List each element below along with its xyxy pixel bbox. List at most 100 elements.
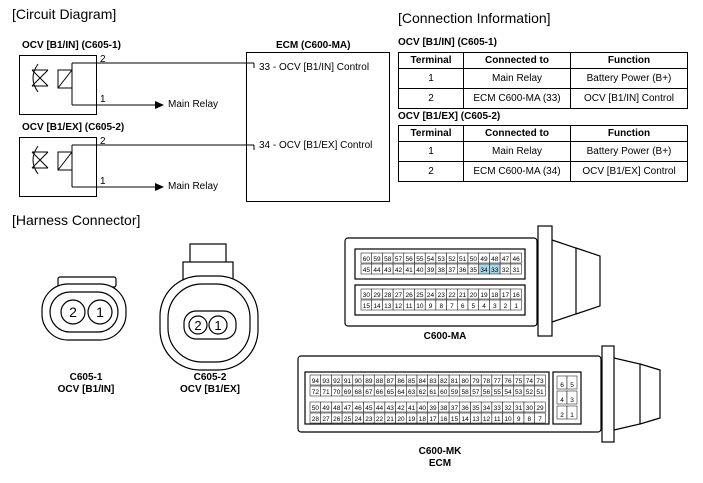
pin-number: 29 <box>373 292 381 299</box>
conn-table-1: Terminal Connected to Function 1 Main Re… <box>398 52 688 109</box>
pin-number: 7 <box>450 303 454 310</box>
pin-number: 87 <box>387 378 395 385</box>
pin-number: 11 <box>494 416 501 423</box>
c605-2-label: C605-2 <box>193 372 227 383</box>
pin-number: 79 <box>472 378 480 385</box>
relay-arrow-1 <box>155 101 164 109</box>
pin-number: 35 <box>470 267 478 274</box>
pin-number: 64 <box>397 389 405 396</box>
pin-number: 13 <box>384 303 392 310</box>
c605-2-pin-1: 1 <box>214 318 221 333</box>
pin-number: 47 <box>344 405 352 412</box>
c605-1-pin-1: 1 <box>96 304 104 320</box>
ocv2-pin2-label: 2 <box>100 136 106 147</box>
pin-number: 51 <box>459 256 467 263</box>
pin-number: 10 <box>504 416 512 423</box>
c605-1-pin-circle-1 <box>87 299 113 325</box>
pin-number: 30 <box>363 292 371 299</box>
c605-2-caption: C605-2 OCV [B1/EX] <box>164 372 256 396</box>
pin-number: 45 <box>365 405 373 412</box>
table-row: 1 Main Relay Battery Power (B+) <box>398 141 688 162</box>
pin-number: 27 <box>322 416 330 423</box>
pin-number: 33 <box>494 405 502 412</box>
conn-table-2: Terminal Connected to Function 1 Main Re… <box>398 125 688 182</box>
pin-number: 17 <box>429 416 437 423</box>
conn-table2-title: OCV [B1/EX] (C605-2) <box>398 111 501 122</box>
pin-number: 31 <box>513 267 521 274</box>
pin-number: 54 <box>504 389 512 396</box>
pin-number: 2 <box>504 303 508 310</box>
c605-1-label: C605-1 <box>69 372 103 383</box>
ocv1-component-box <box>19 55 97 115</box>
pin-number: 56 <box>483 389 491 396</box>
pin-number: 41 <box>406 267 414 274</box>
pin-cell <box>510 288 522 300</box>
pin-number: 4 <box>560 397 564 404</box>
relay-arrow-2 <box>155 183 164 191</box>
pin-number: 4 <box>482 303 486 310</box>
pin-number: 39 <box>429 405 437 412</box>
pin-number: 92 <box>333 378 341 385</box>
pin-number: 38 <box>440 405 448 412</box>
pin-number: 6 <box>461 303 465 310</box>
pin-number: 67 <box>365 389 373 396</box>
cell-connected-to: ECM C600-MA (34) <box>463 161 571 182</box>
c605-1-pin-circle-2 <box>60 299 86 325</box>
pin-number: 88 <box>376 378 384 385</box>
pin-number: 58 <box>462 389 470 396</box>
pin-cell <box>534 401 546 413</box>
table-header-row: Terminal Connected to Function <box>398 125 688 142</box>
valve-symbol-ocv2 <box>31 145 73 175</box>
pin-cell <box>510 263 522 275</box>
pin-cell <box>534 412 546 424</box>
pin-number: 42 <box>397 405 405 412</box>
pin-number: 55 <box>494 389 502 396</box>
pin-number: 55 <box>416 256 424 263</box>
circuit-diagram-heading: [Circuit Diagram] <box>12 6 117 22</box>
pin-number: 81 <box>451 378 459 385</box>
c600-ma-shell <box>344 225 601 337</box>
pin-number: 75 <box>515 378 523 385</box>
pin-number: 1 <box>570 412 574 419</box>
pin-number: 37 <box>448 267 456 274</box>
pin-number: 77 <box>494 378 502 385</box>
c605-1-connector <box>41 276 127 341</box>
pin-cell <box>510 299 522 311</box>
pin-number: 36 <box>459 267 467 274</box>
c600-mk-sublabel: ECM <box>428 458 452 469</box>
pin-number: 94 <box>312 378 320 385</box>
pin-number: 83 <box>429 378 437 385</box>
pin-number: 9 <box>429 303 433 310</box>
pin-number: 15 <box>363 303 371 310</box>
pin-number: 22 <box>376 416 384 423</box>
pin-number: 56 <box>406 256 414 263</box>
pin-number: 61 <box>429 389 437 396</box>
pin-cell <box>566 405 578 420</box>
pin-number: 14 <box>462 416 470 423</box>
pin-number: 58 <box>384 256 392 263</box>
pin-number: 27 <box>395 292 403 299</box>
pin-number: 28 <box>384 292 392 299</box>
pin-number: 3 <box>570 397 574 404</box>
harness-connector-heading: [Harness Connector] <box>12 212 141 228</box>
pin-number: 73 <box>536 378 544 385</box>
pin-number: 46 <box>513 256 521 263</box>
pin-number: 52 <box>448 256 456 263</box>
pin-number: 65 <box>387 389 395 396</box>
pin-number: 63 <box>408 389 416 396</box>
pin-number: 51 <box>536 389 544 396</box>
ocv1-pin2-label: 2 <box>100 54 106 65</box>
pin-number: 23 <box>438 292 446 299</box>
pin-number: 21 <box>387 416 395 423</box>
c605-1-sublabel: OCV [B1/IN] <box>57 384 115 395</box>
pin-number: 80 <box>462 378 470 385</box>
pin-number: 89 <box>365 378 373 385</box>
pin-number: 3 <box>493 303 497 310</box>
pin-number: 70 <box>333 389 341 396</box>
table-row: 2 ECM C600-MA (34) OCV [B1/EX] Control <box>398 161 688 182</box>
pin-number: 78 <box>483 378 491 385</box>
pin-number: 24 <box>427 292 435 299</box>
pin-number: 10 <box>416 303 424 310</box>
pin-number: 60 <box>363 256 371 263</box>
